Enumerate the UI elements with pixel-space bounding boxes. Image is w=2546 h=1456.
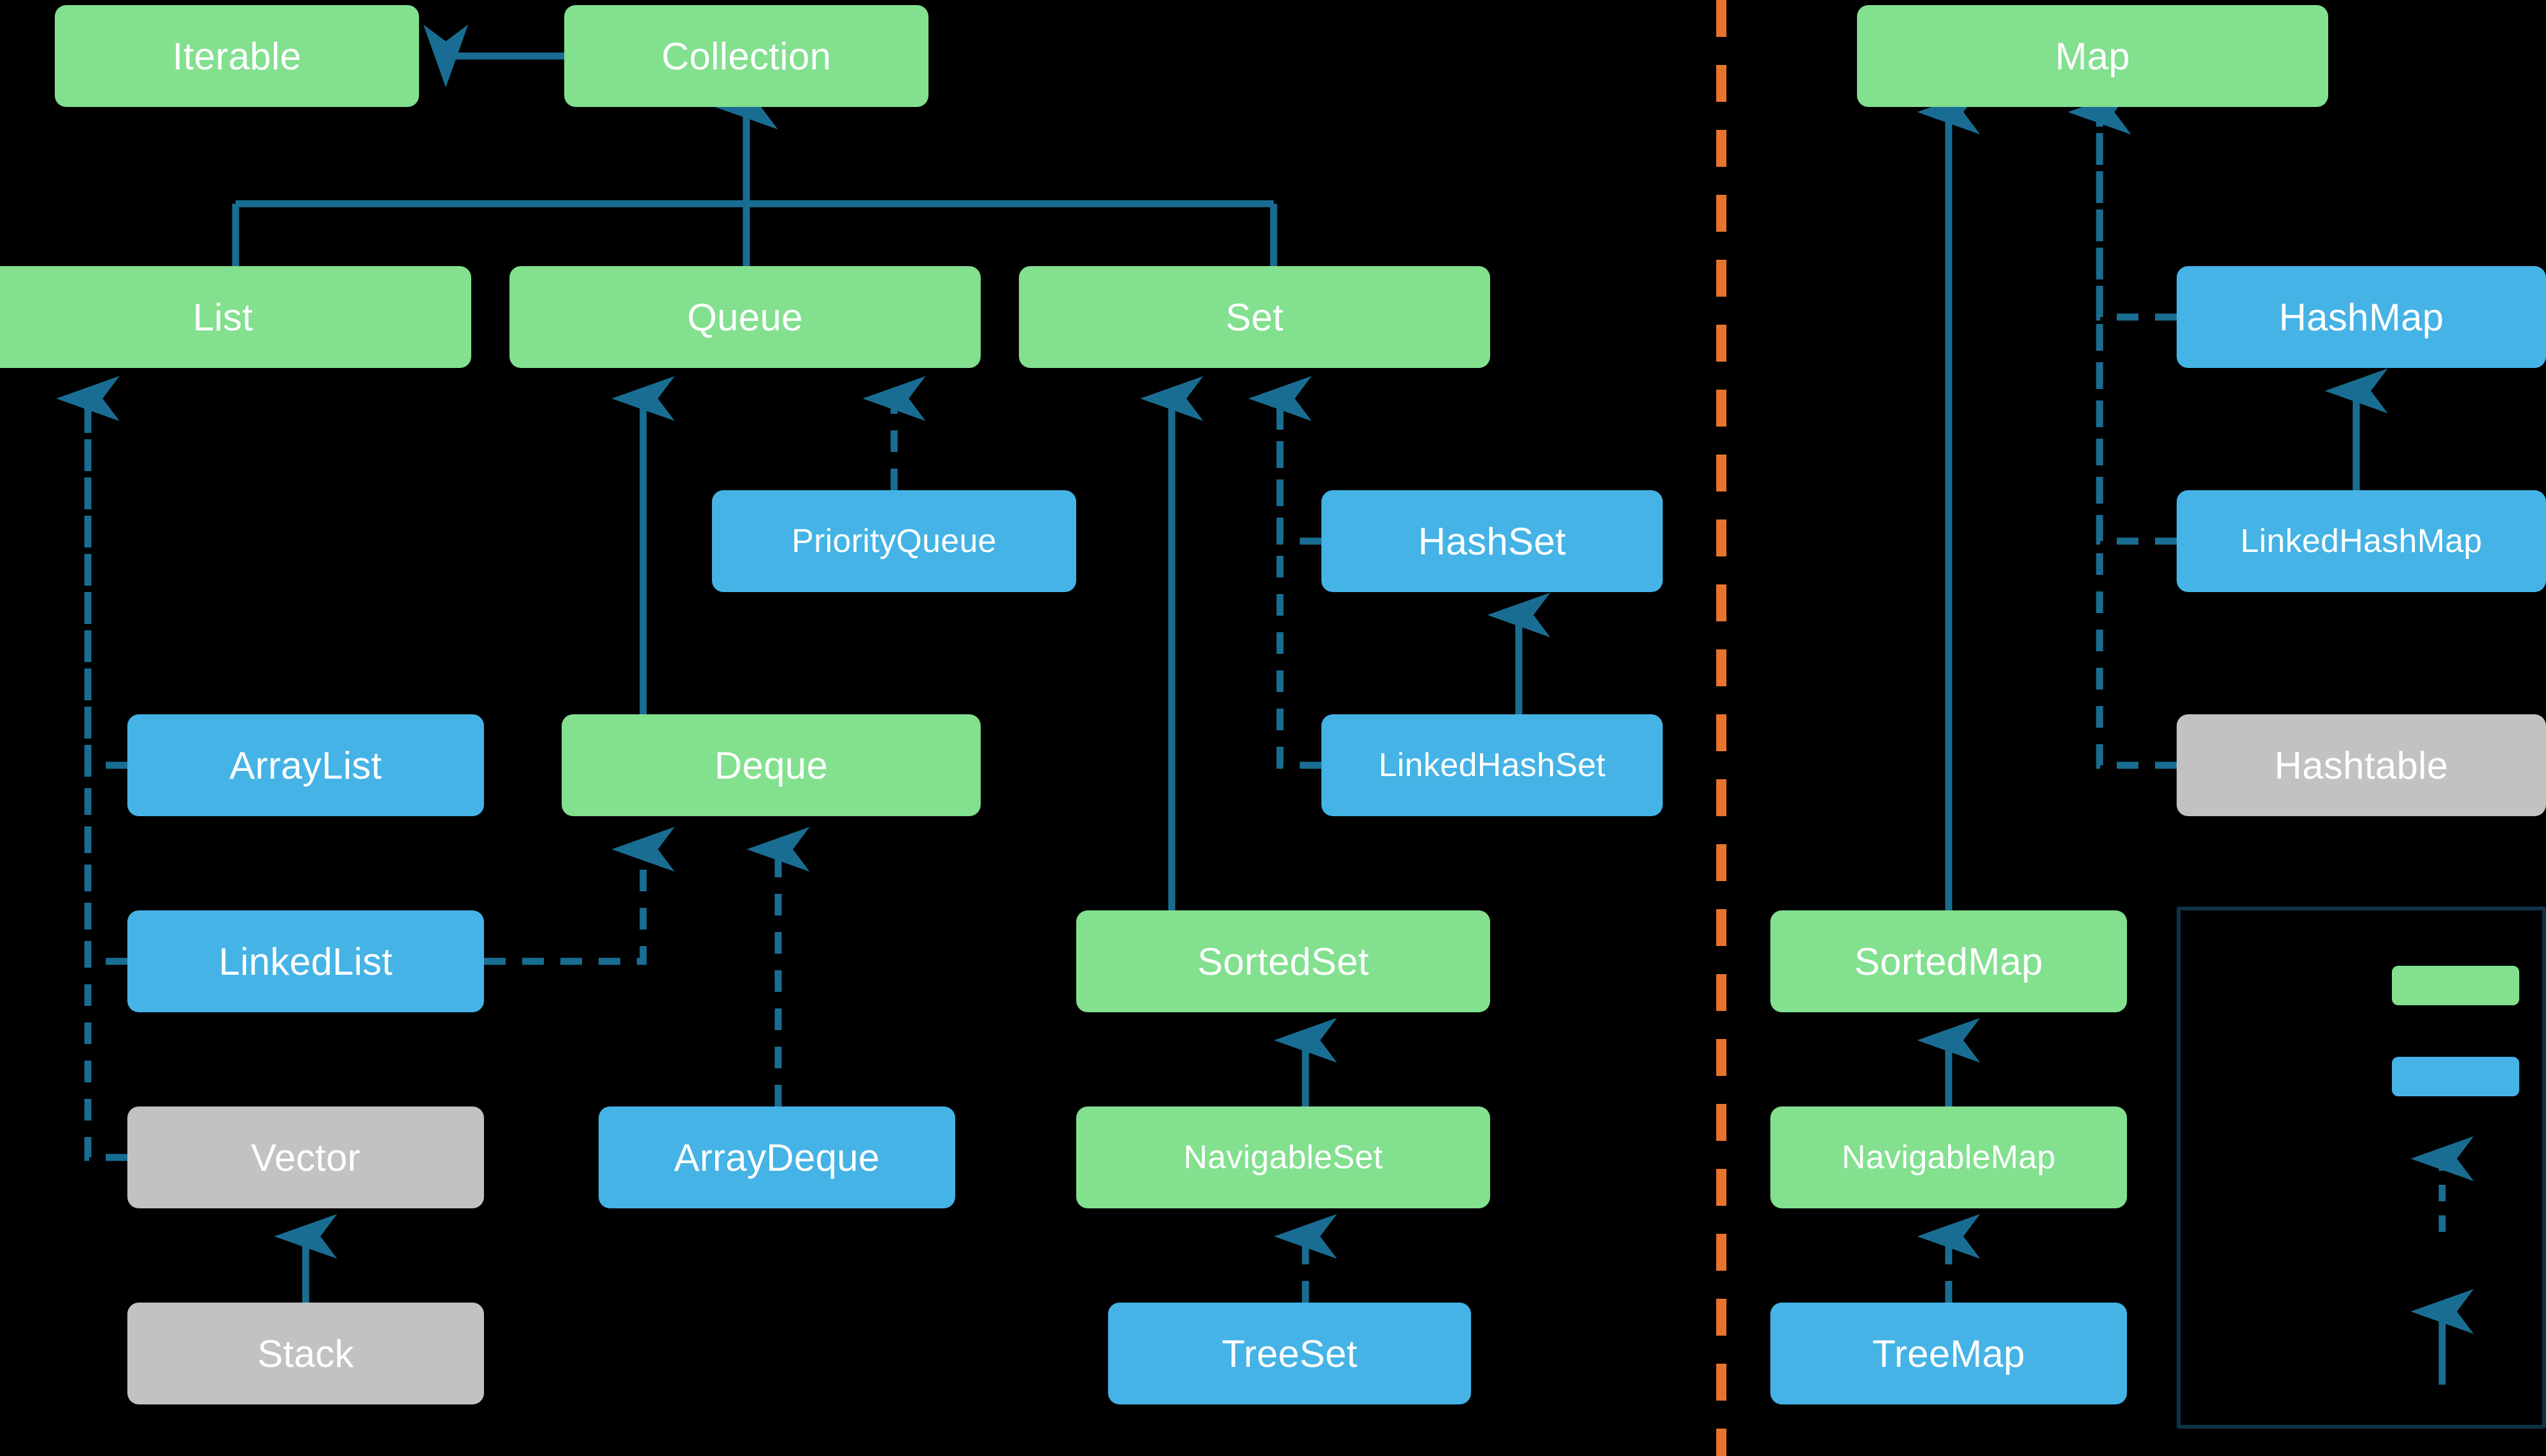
legend-swatch-class xyxy=(2392,1057,2519,1096)
node-label: PriorityQueue xyxy=(792,523,997,560)
node-stack[interactable]: Stack xyxy=(127,1303,484,1404)
edge-arraylist-list xyxy=(56,376,127,769)
node-hashmap[interactable]: HashMap xyxy=(2177,266,2546,368)
node-iterable[interactable]: Iterable xyxy=(55,5,419,107)
edge-linkedlist-list xyxy=(56,376,127,965)
node-deque[interactable]: Deque xyxy=(562,714,981,816)
node-label: Map xyxy=(2055,34,2130,78)
node-navigableset[interactable]: NavigableSet xyxy=(1076,1106,1490,1208)
legend-label-implements: implements xyxy=(2210,1175,2353,1206)
legend-label-interface: Interface xyxy=(2210,969,2319,1000)
node-priorityqueue[interactable]: PriorityQueue xyxy=(712,490,1076,592)
node-label: HashMap xyxy=(2279,295,2444,339)
edge-linkedhashset-set xyxy=(1248,376,1321,769)
legend-swatch-interface xyxy=(2392,966,2519,1005)
node-map[interactable]: Map xyxy=(1857,5,2328,107)
legend-label-class: Class xyxy=(2210,1060,2280,1091)
node-treeset[interactable]: TreeSet xyxy=(1108,1303,1471,1404)
node-linkedhashmap[interactable]: LinkedHashMap xyxy=(2177,490,2546,592)
edge-linkedhashmap-map xyxy=(2068,89,2177,545)
node-sortedmap[interactable]: SortedMap xyxy=(1770,910,2127,1012)
node-arraylist[interactable]: ArrayList xyxy=(127,714,484,816)
node-label: TreeMap xyxy=(1872,1332,2025,1375)
node-treemap[interactable]: TreeMap xyxy=(1770,1303,2127,1404)
node-label: Set xyxy=(1225,295,1284,339)
node-label: LinkedHashMap xyxy=(2240,523,2482,560)
node-label: LinkedList xyxy=(218,940,393,983)
node-label: Iterable xyxy=(172,34,302,78)
node-hashset[interactable]: HashSet xyxy=(1321,490,1663,592)
node-label: Stack xyxy=(257,1332,354,1375)
node-label: SortedMap xyxy=(1854,940,2044,983)
node-sortedset[interactable]: SortedSet xyxy=(1076,910,1490,1012)
legend-label-extends: extends xyxy=(2210,1327,2308,1359)
edge-hashset-set xyxy=(1248,376,1321,545)
node-navigablemap[interactable]: NavigableMap xyxy=(1770,1106,2127,1208)
node-queue[interactable]: Queue xyxy=(509,266,981,368)
node-label: HashSet xyxy=(1418,519,1567,563)
edge-vector-list xyxy=(56,376,127,1161)
node-label: LinkedHashSet xyxy=(1378,747,1606,784)
node-label: Hashtable xyxy=(2274,744,2449,787)
node-set[interactable]: Set xyxy=(1019,266,1490,368)
node-label: TreeSet xyxy=(1221,1332,1358,1375)
node-label: List xyxy=(192,295,253,339)
node-hashtable[interactable]: Hashtable xyxy=(2177,714,2546,816)
node-label: Deque xyxy=(714,744,829,787)
node-label: Vector xyxy=(251,1136,360,1179)
node-linkedlist[interactable]: LinkedList xyxy=(127,910,484,1012)
edge-hashtable-map xyxy=(2068,89,2177,769)
node-arraydeque[interactable]: ArrayDeque xyxy=(599,1106,955,1208)
node-list[interactable]: List xyxy=(0,266,471,368)
node-label: NavigableSet xyxy=(1183,1139,1383,1176)
node-label: SortedSet xyxy=(1197,940,1369,983)
legend-box xyxy=(2177,907,2546,1429)
node-collection[interactable]: Collection xyxy=(564,5,928,107)
node-label: ArrayDeque xyxy=(674,1136,880,1179)
node-label: Collection xyxy=(661,34,832,78)
node-label: NavigableMap xyxy=(1841,1139,2056,1176)
node-label: ArrayList xyxy=(229,744,382,787)
node-vector[interactable]: Vector xyxy=(127,1106,484,1208)
edge-linkedlist-deque xyxy=(484,826,675,965)
edge-hashmap-map xyxy=(2068,89,2177,321)
node-linkedhashset[interactable]: LinkedHashSet xyxy=(1321,714,1663,816)
node-label: Queue xyxy=(687,295,803,339)
